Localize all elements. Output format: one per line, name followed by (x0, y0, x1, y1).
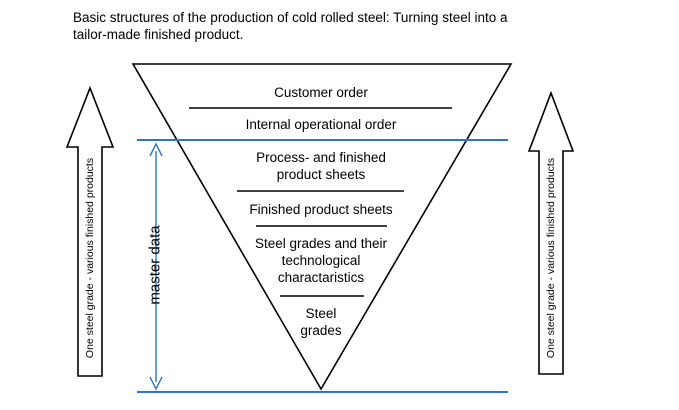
left-up-arrow (65, 85, 115, 377)
diagram-title: Basic structures of the production of co… (73, 9, 663, 43)
layer-process-finished-product-sheets: Process- and finished product sheets (256, 150, 386, 182)
right-arrow-label: One steel grade - various finished produ… (545, 157, 557, 359)
layer-customer-order: Customer order (274, 85, 368, 100)
master-data-arrowhead-bottom (149, 376, 163, 391)
master-data-label: master data (146, 225, 164, 305)
right-up-arrow (527, 90, 575, 375)
title-line-1: Basic structures of the production of co… (73, 10, 508, 25)
layer-finished-product-sheets: Finished product sheets (249, 202, 393, 217)
left-arrow-label: One steel grade - various finished produ… (84, 157, 96, 359)
layer-steel-grades: Steel grades (300, 306, 342, 338)
layer-steel-grades-technological: Steel grades and their technological cha… (254, 236, 388, 285)
master-data-arrowhead-top (149, 142, 163, 157)
title-line-2: tailor-made finished product. (73, 27, 244, 42)
layer-internal-operational-order: Internal operational order (245, 117, 397, 132)
